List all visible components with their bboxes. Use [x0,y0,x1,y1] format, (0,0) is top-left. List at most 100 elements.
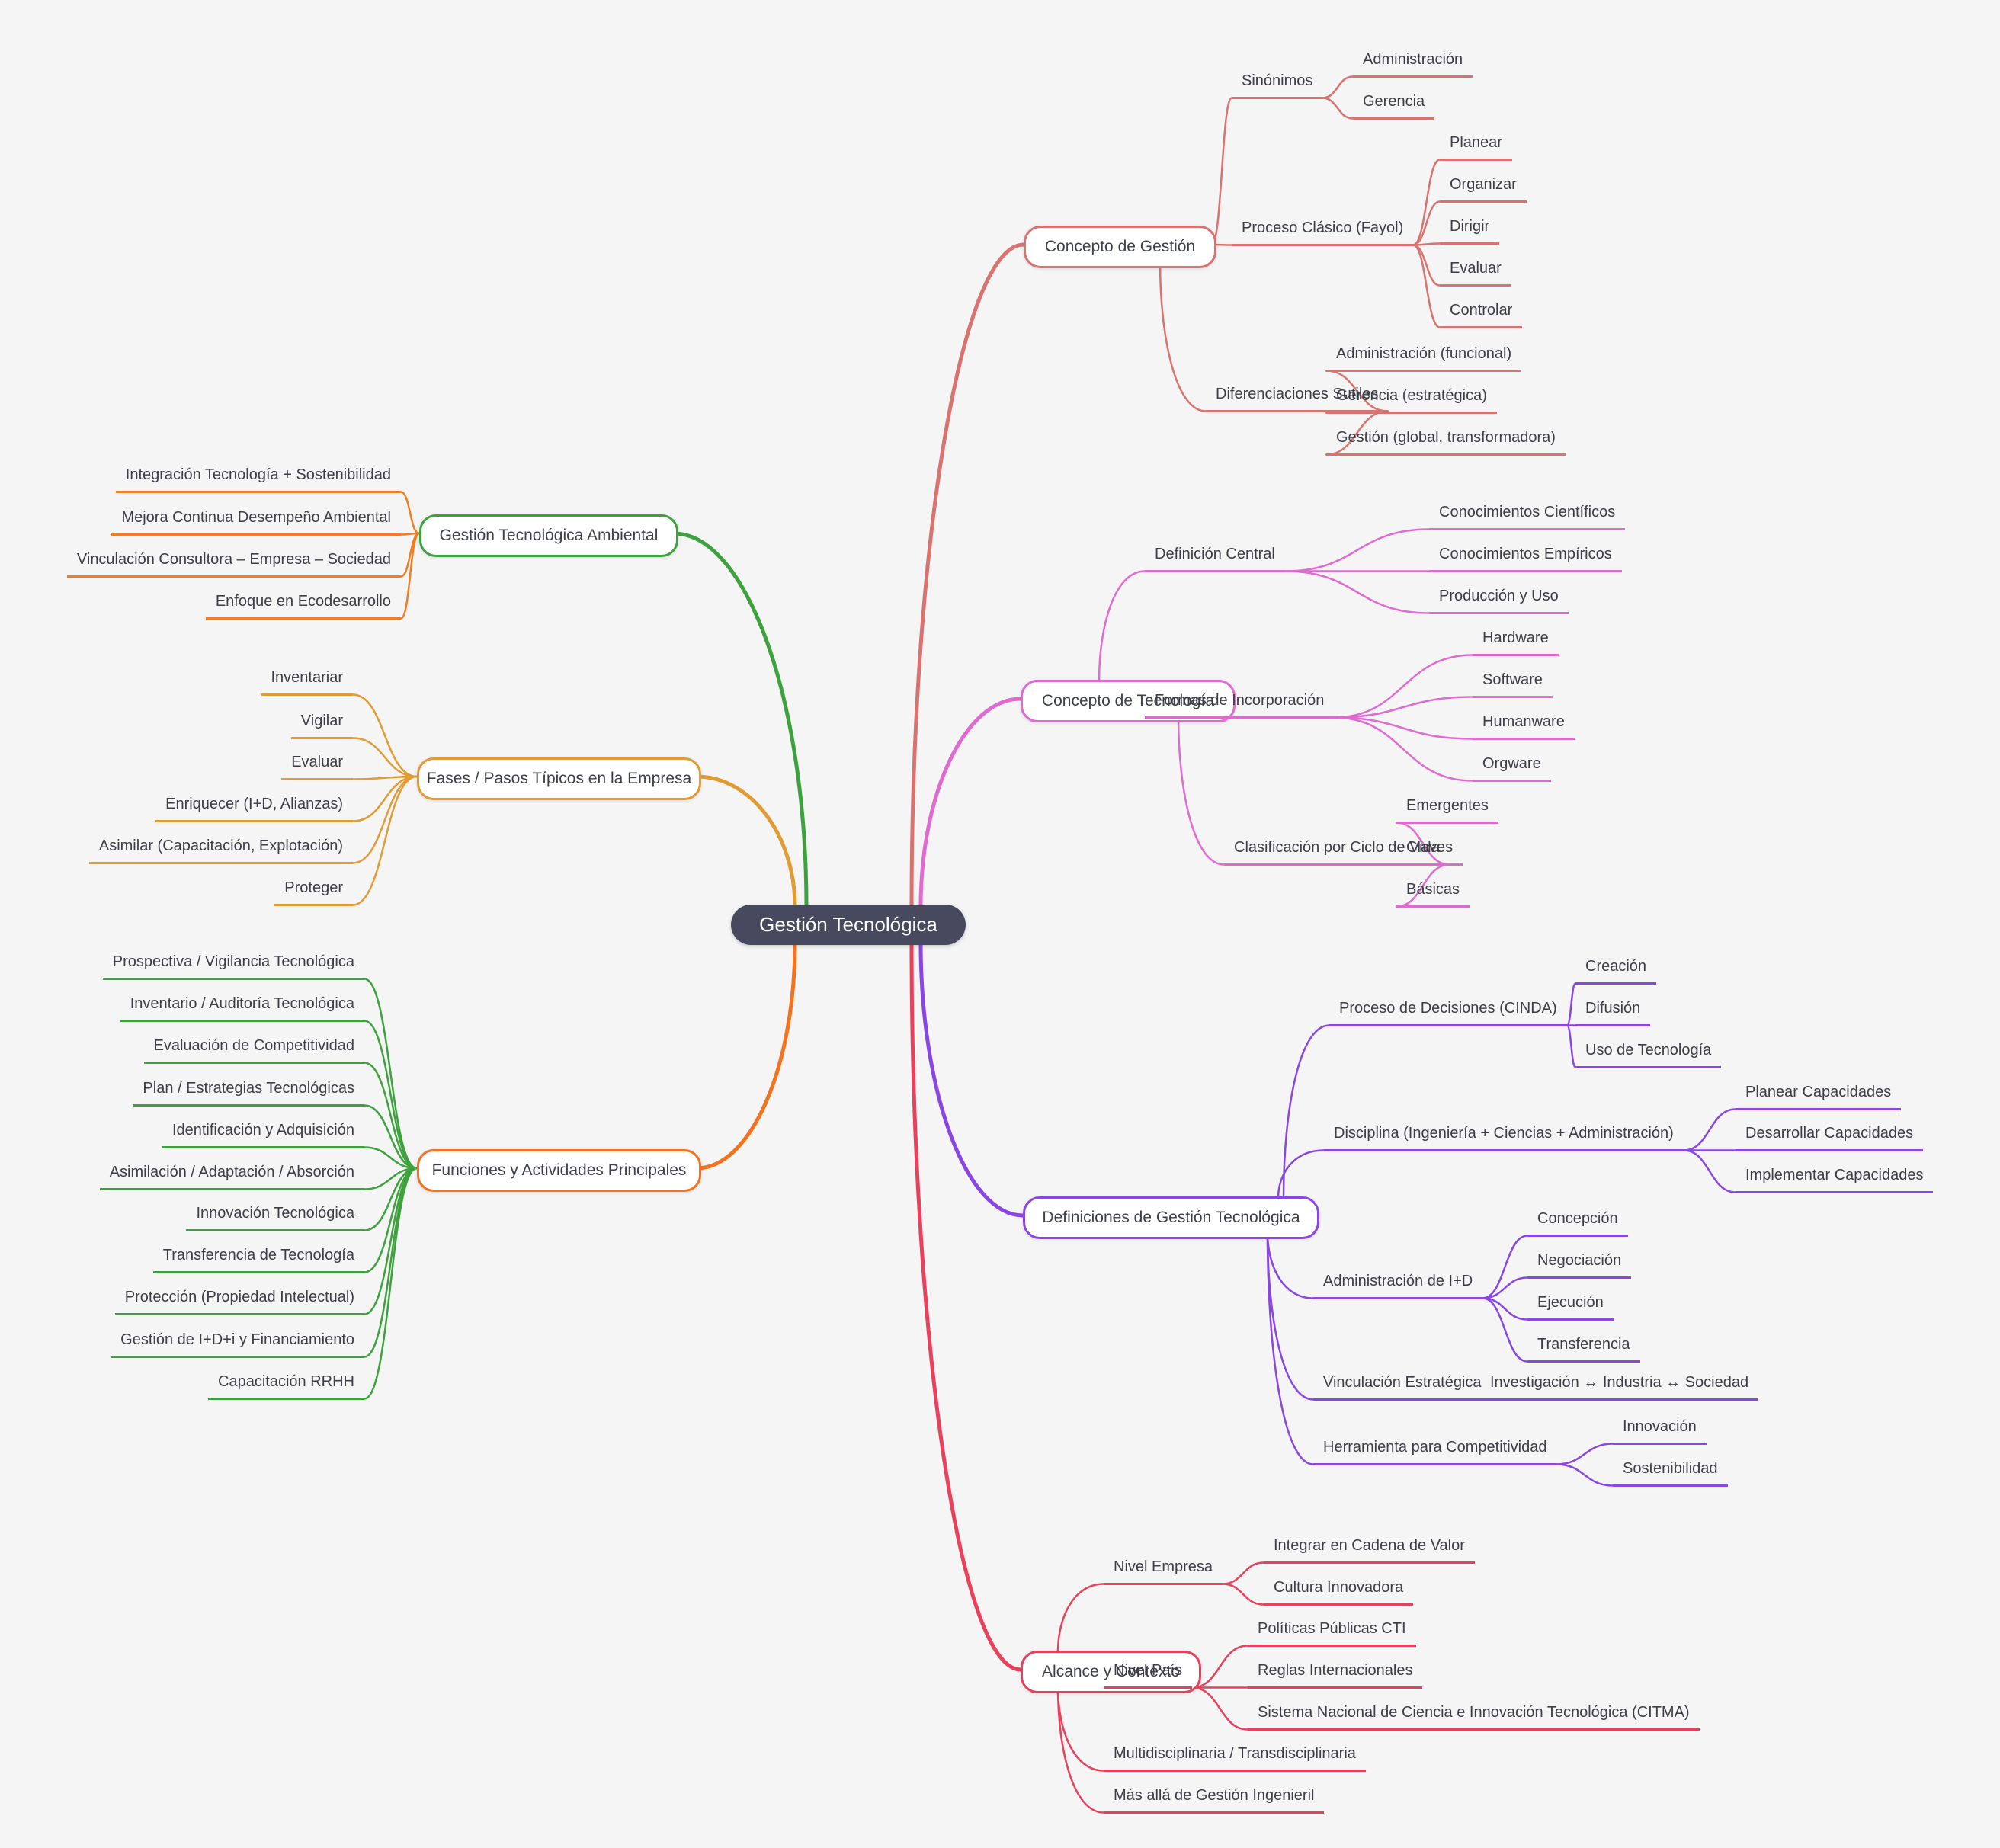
node-2-4-innovacion[interactable]: Innovación [1613,1417,1707,1445]
node-3-nivel-pais[interactable]: Nivel País [1104,1661,1193,1689]
node-2-disciplina-ingenieria-ciencias-administracion[interactable]: Disciplina (Ingeniería + Ciencias + Admi… [1324,1123,1684,1151]
node-2-4-sostenibilidad[interactable]: Sostenibilidad [1613,1459,1728,1487]
node-6-asimilacion-adaptacion-absorcion[interactable]: Asimilación / Adaptación / Absorción [99,1162,364,1190]
node-0-1-evaluar[interactable]: Evaluar [1440,258,1511,287]
node-2-2-concepcion[interactable]: Concepción [1527,1209,1628,1237]
link-line [363,1020,418,1170]
node-0-1-planear[interactable]: Planear [1440,133,1512,161]
node-2-administracion-de-i-d[interactable]: Administración de I+D [1313,1271,1483,1299]
link-line [1332,716,1474,740]
node-1-0-conocimientos-cientificos[interactable]: Conocimientos Científicos [1429,502,1626,530]
link-line [1321,97,1354,120]
node-1-definicion-central[interactable]: Definición Central [1145,544,1285,572]
node-1-1-humanware[interactable]: Humanware [1473,712,1575,740]
node-0-sinonimos[interactable]: Sinónimos [1232,71,1323,99]
node-0-0-administracion[interactable]: Administración [1353,50,1473,78]
node-1-2-claves[interactable]: Claves [1396,838,1463,866]
node-1-clasificacion-por-ciclo-de-vida[interactable]: Clasificación por Ciclo de Vida [1224,838,1450,866]
node-2-2-transferencia[interactable]: Transferencia [1527,1334,1640,1363]
link-line [1481,1297,1529,1363]
branch-node-funciones-y-actividades-principales[interactable]: Funciones y Actividades Principales [417,1149,701,1192]
node-5-proteger[interactable]: Proteger [274,878,353,906]
link-line [1555,1463,1614,1487]
node-5-vigilar[interactable]: Vigilar [290,711,353,739]
node-2-vinculacion-estrategica[interactable]: Vinculación Estratégica [1313,1372,1492,1401]
node-1-2-emergentes[interactable]: Emergentes [1396,796,1498,824]
node-1-2-basicas[interactable]: Básicas [1396,879,1470,908]
node-4-mejora-continua-desempeno-ambiental[interactable]: Mejora Continua Desempeño Ambiental [111,508,401,536]
node-6-innovacion-tecnologica[interactable]: Innovación Tecnológica [186,1203,364,1231]
node-1-1-orgware[interactable]: Orgware [1473,754,1551,782]
node-2-3-investigacion-industria-sociedad[interactable]: Investigación ↔ Industria ↔ Sociedad [1480,1372,1759,1401]
branch-node-concepto-de-gestion[interactable]: Concepto de Gestión [1024,226,1216,268]
node-3-multidisciplinaria-transdisciplinaria[interactable]: Multidisciplinaria / Transdisciplinaria [1104,1744,1366,1772]
link-line [1221,1561,1265,1585]
node-4-integracion-tecnologia-sostenibilidad[interactable]: Integración Tecnología + Sostenibilidad [115,465,401,493]
node-3-1-reglas-internacionales[interactable]: Reglas Internacionales [1248,1661,1423,1689]
node-5-enriquecer-i-d-alianzas[interactable]: Enriquecer (I+D, Alianzas) [155,794,353,822]
node-2-1-implementar-capacidades[interactable]: Implementar Capacidades [1736,1165,1934,1193]
link-line [1221,1583,1265,1606]
node-2-0-uso-de-tecnologia[interactable]: Uso de Tecnología [1575,1040,1722,1068]
node-4-vinculacion-consultora-empresa-sociedad[interactable]: Vinculación Consultora – Empresa – Socie… [66,549,401,578]
node-2-0-difusion[interactable]: Difusión [1575,998,1651,1026]
node-6-proteccion-propiedad-intelectual[interactable]: Protección (Propiedad Intelectual) [114,1287,364,1315]
link-line [363,978,418,1170]
node-5-evaluar[interactable]: Evaluar [281,752,353,780]
link-line [1566,982,1577,1026]
node-2-1-planear-capacidades[interactable]: Planear Capacidades [1736,1082,1902,1110]
node-1-0-produccion-y-uso[interactable]: Producción y Uso [1429,586,1569,614]
node-3-0-cultura-innovadora[interactable]: Cultura Innovadora [1264,1577,1414,1606]
node-0-1-organizar[interactable]: Organizar [1440,175,1527,203]
node-3-1-politicas-publicas-cti[interactable]: Políticas Públicas CTI [1248,1619,1416,1647]
node-4-enfoque-en-ecodesarrollo[interactable]: Enfoque en Ecodesarrollo [205,591,401,620]
node-1-1-software[interactable]: Software [1473,670,1553,698]
branch-node-gestion-tecnologica-ambiental[interactable]: Gestión Tecnológica Ambiental [419,514,678,557]
link-line [1284,570,1431,614]
link-line [1682,1108,1737,1151]
node-6-capacitacion-rrhh[interactable]: Capacitación RRHH [208,1372,364,1400]
node-2-herramienta-para-competitividad[interactable]: Herramienta para Competitividad [1313,1437,1557,1465]
branch-node-concepto-de-tecnologia[interactable]: Concepto de Tecnología [1021,680,1236,722]
node-0-diferenciaciones-sutiles[interactable]: Diferenciaciones Sutiles [1206,384,1389,412]
link-line [1332,654,1474,719]
node-1-1-hardware[interactable]: Hardware [1473,628,1559,656]
root-node[interactable]: Gestión Tecnológica [731,905,966,945]
node-0-2-gestion-global-transformadora[interactable]: Gestión (global, transformadora) [1326,428,1566,456]
link-line [363,1167,418,1190]
link-line [1682,1149,1737,1193]
node-5-asimilar-capacitacion-explotacion[interactable]: Asimilar (Capacitación, Explotación) [88,836,353,864]
node-0-2-gerencia-estrategica[interactable]: Gerencia (estratégica) [1326,386,1497,414]
link-line [909,242,1026,909]
node-1-0-conocimientos-empiricos[interactable]: Conocimientos Empíricos [1429,544,1622,572]
branch-node-fases-pasos-tipicos-en-la-empresa[interactable]: Fases / Pasos Típicos en la Empresa [417,757,701,800]
node-6-prospectiva-vigilancia-tecnologica[interactable]: Prospectiva / Vigilancia Tecnológica [102,952,364,980]
node-2-proceso-de-decisiones-cinda[interactable]: Proceso de Decisiones (CINDA) [1329,998,1567,1026]
node-3-mas-alla-de-gestion-ingenieril[interactable]: Más allá de Gestión Ingenieril [1104,1786,1325,1814]
node-2-1-desarrollar-capacidades[interactable]: Desarrollar Capacidades [1736,1123,1924,1151]
link-line [1555,1443,1614,1465]
node-0-2-administracion-funcional[interactable]: Administración (funcional) [1326,344,1522,372]
node-6-inventario-auditoria-tecnologica[interactable]: Inventario / Auditoría Tecnológica [120,994,364,1022]
link-line [351,737,418,778]
node-3-1-sistema-nacional-de-ciencia-e-innovacion-tecnologica-citma[interactable]: Sistema Nacional de Ciencia e Innovación… [1248,1702,1700,1731]
branch-node-definiciones-de-gestion-tecnologica[interactable]: Definiciones de Gestión Tecnológica [1023,1196,1319,1239]
node-3-nivel-empresa[interactable]: Nivel Empresa [1104,1557,1223,1585]
node-2-2-ejecucion[interactable]: Ejecución [1527,1292,1614,1321]
node-6-gestion-de-i-d-i-y-financiamiento[interactable]: Gestión de I+D+i y Financiamiento [111,1330,364,1358]
node-0-0-gerencia[interactable]: Gerencia [1353,91,1435,120]
node-5-inventariar[interactable]: Inventariar [261,668,353,696]
node-0-1-controlar[interactable]: Controlar [1440,300,1523,328]
node-6-evaluacion-de-competitividad[interactable]: Evaluación de Competitividad [143,1036,364,1064]
link-line [363,1167,418,1231]
node-2-0-creacion[interactable]: Creación [1575,956,1657,985]
node-6-plan-estrategias-tecnologicas[interactable]: Plan / Estrategias Tecnológicas [133,1078,364,1107]
node-3-0-integrar-en-cadena-de-valor[interactable]: Integrar en Cadena de Valor [1264,1536,1475,1564]
node-0-1-dirigir[interactable]: Dirigir [1440,216,1500,245]
node-1-formas-de-incorporacion[interactable]: Formas de Incorporación [1145,690,1335,719]
node-6-identificacion-y-adquisicion[interactable]: Identificación y Adquisición [162,1120,364,1148]
node-6-transferencia-de-tecnologia[interactable]: Transferencia de Tecnología [152,1245,364,1273]
node-0-proceso-clasico-fayol[interactable]: Proceso Clásico (Fayol) [1232,218,1414,246]
branch-node-alcance-y-contexto[interactable]: Alcance y Contexto [1021,1651,1201,1693]
node-2-2-negociacion[interactable]: Negociación [1527,1251,1632,1279]
